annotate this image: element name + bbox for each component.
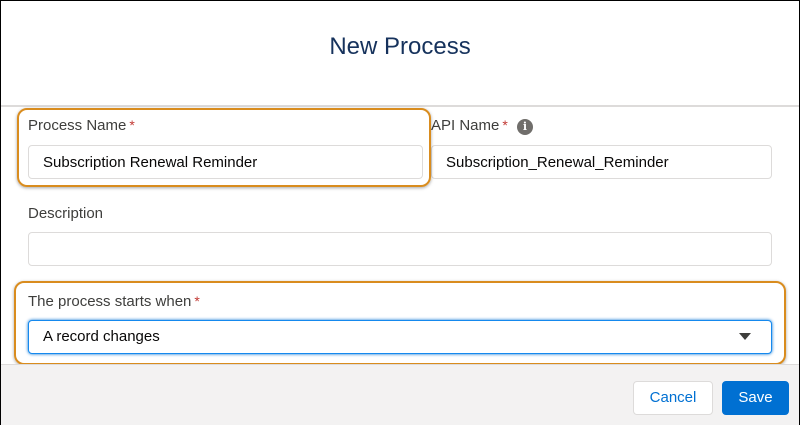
description-label: Description	[28, 205, 103, 222]
save-button[interactable]: Save	[722, 381, 789, 415]
dialog-title: New Process	[329, 33, 471, 60]
required-marker: *	[194, 293, 200, 309]
cancel-button[interactable]: Cancel	[633, 381, 713, 415]
process-name-label: Process Name*	[28, 117, 135, 134]
dialog-footer: Cancel Save	[1, 364, 799, 425]
process-name-input[interactable]	[28, 145, 423, 179]
description-label-text: Description	[28, 205, 104, 222]
required-marker: *	[129, 117, 135, 133]
info-icon[interactable]: i	[517, 119, 533, 135]
dialog-body: Process Name* API Name* i Description Th…	[1, 107, 799, 363]
starts-when-selected-value: A record changes	[43, 328, 160, 345]
process-name-label-text: Process Name	[28, 117, 127, 134]
description-input[interactable]	[28, 232, 772, 266]
api-name-label: API Name*	[431, 117, 508, 134]
required-marker: *	[502, 117, 508, 133]
starts-when-label: The process starts when*	[28, 293, 200, 310]
api-name-label-text: API Name	[431, 117, 500, 134]
starts-when-select[interactable]: A record changes	[28, 320, 772, 354]
starts-when-label-text: The process starts when	[28, 293, 192, 310]
chevron-down-icon	[739, 333, 751, 340]
api-name-input[interactable]	[431, 145, 772, 179]
dialog-header: New Process	[1, 1, 799, 107]
